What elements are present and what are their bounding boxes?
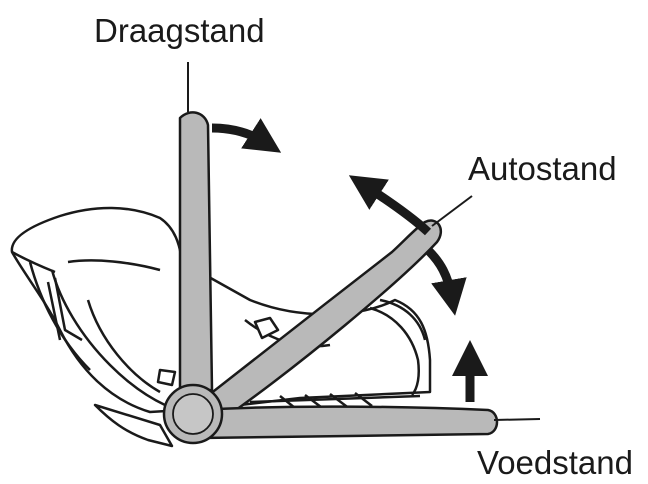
arrow-carry-forward (211, 118, 282, 153)
seat-shell (10, 206, 432, 448)
car-handle (203, 219, 442, 422)
arrow-car-down (424, 246, 467, 316)
label-carry-position: Draagstand (94, 12, 265, 49)
label-car-position: Autostand (468, 150, 617, 187)
leader-lines (187, 62, 541, 421)
motion-arrows (211, 118, 488, 402)
carry-handle (178, 111, 214, 394)
label-feed-position: Voedstand (477, 446, 633, 479)
arrow-car-double (348, 175, 432, 236)
feed-handle (198, 405, 499, 440)
